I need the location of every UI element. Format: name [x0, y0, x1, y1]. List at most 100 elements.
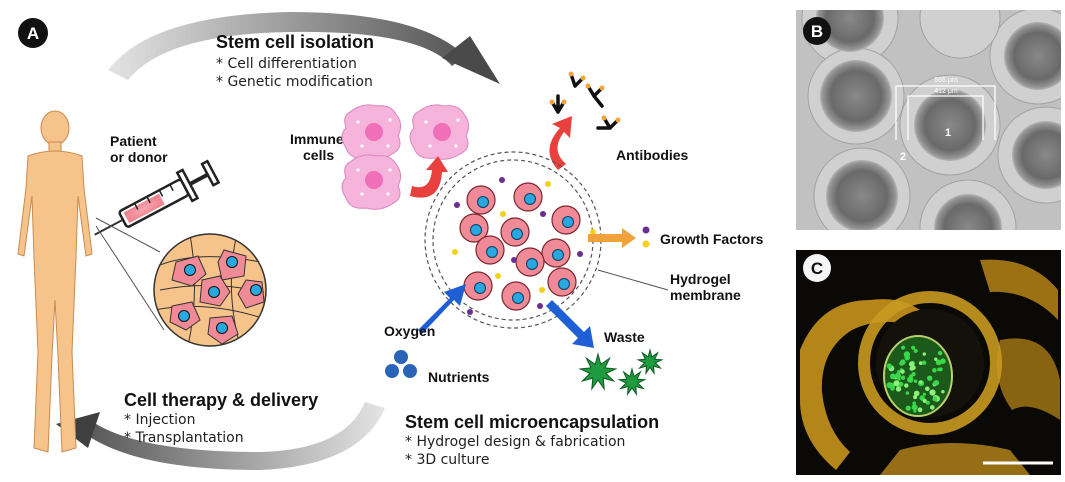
tissue-cell-1	[171, 255, 207, 287]
fluorescent-cell	[927, 375, 933, 381]
waste-label: Waste	[604, 329, 645, 345]
therapy-title: Cell therapy & delivery	[124, 390, 318, 410]
factor-dot	[454, 202, 460, 208]
immune-label: Immune	[290, 131, 344, 147]
fluorescent-cell	[901, 345, 906, 350]
isolation-bullet-1: * Cell differentiation	[216, 56, 357, 72]
isolation-bullet-2: * Genetic modification	[216, 74, 373, 90]
encapsulation-title: Stem cell microencapsulation	[405, 412, 659, 432]
fluorescent-cell	[932, 396, 938, 402]
factor-dot	[467, 309, 473, 315]
panel-b-badge: B	[803, 17, 831, 45]
tissue-cell-2	[217, 249, 247, 281]
capsule-cell	[475, 235, 505, 265]
measure-inner-label: 412 μm	[934, 88, 958, 95]
fluorescent-cell	[913, 395, 918, 400]
tissue-cell-3	[199, 275, 231, 307]
factor-dot	[452, 249, 458, 255]
fluorescent-cell	[890, 373, 896, 380]
capsule-cell	[459, 213, 489, 243]
growth-factor-dot-yellow	[642, 240, 650, 248]
fluorescent-cell	[905, 405, 911, 411]
immune-rejection-arrow	[410, 156, 448, 198]
measure-outer-label: 555 μm	[934, 77, 958, 84]
membrane-label: membrane	[670, 287, 741, 303]
panel-b-label: B	[811, 22, 823, 41]
tissue-cell-6	[207, 315, 239, 345]
micrograph-c	[796, 250, 1061, 475]
waste-star	[578, 352, 618, 391]
tissue-cell-5	[169, 301, 201, 331]
fluorescent-cell	[913, 348, 918, 353]
cycle-arrow-bottom	[80, 402, 385, 470]
fluorescent-cell	[913, 390, 920, 397]
therapy-bullet-2: * Transplantation	[124, 430, 244, 446]
fluorescent-cell	[930, 405, 935, 410]
marker-1: 1	[945, 127, 951, 139]
capsule-cell	[463, 271, 493, 301]
fluorescent-cell	[893, 380, 900, 387]
fluorescent-cell	[917, 407, 923, 413]
capsule-cell	[515, 247, 545, 277]
immune-cell-3	[341, 154, 402, 210]
fluorescent-cell	[912, 401, 916, 406]
fluorescent-cell	[925, 386, 930, 392]
waste-arrow	[546, 300, 594, 348]
panel-a-badge: A	[18, 18, 48, 48]
fluorescent-cell	[925, 400, 930, 405]
fluorescent-cell	[909, 366, 914, 371]
capsule-cell	[500, 217, 530, 247]
antibodies-label: Antibodies	[616, 147, 689, 163]
fluorescent-cell	[899, 362, 903, 366]
fluorescent-cell	[913, 409, 917, 413]
fluorescent-cell	[935, 359, 942, 366]
patient-label: Patient	[110, 133, 157, 149]
cycle-arrow-top	[108, 12, 465, 80]
fluorescent-cell	[895, 386, 902, 392]
fluorescent-cell	[911, 345, 916, 350]
micrograph-b	[796, 10, 1061, 230]
hydrogel-label: Hydrogel	[670, 271, 731, 287]
fluorescent-cell	[918, 361, 923, 365]
capsule-growth-factor-dots	[452, 177, 596, 315]
fluorescent-cell	[941, 390, 945, 394]
fluorescent-cell	[908, 361, 915, 367]
fluorescent-cell	[937, 350, 943, 356]
encapsulated-cells	[459, 182, 581, 311]
fluorescent-cell	[934, 357, 938, 361]
measurement-overlay	[895, 85, 996, 140]
syringe	[94, 159, 221, 236]
growth-factor-dot-purple	[642, 226, 650, 234]
encapsulation-bullet-1: * Hydrogel design & fabrication	[405, 434, 625, 450]
factor-dot	[495, 273, 501, 279]
immune-cell-1	[341, 104, 402, 160]
growth-factors-label: Growth Factors	[660, 231, 764, 247]
oxygen-arrow	[418, 284, 466, 334]
factor-dot	[540, 211, 546, 217]
factor-dot	[545, 181, 551, 187]
antibody-tips	[549, 71, 621, 123]
factor-dot	[499, 177, 505, 183]
zoom-line-lower	[95, 225, 165, 331]
capsule-cell	[501, 281, 531, 311]
fluorescent-cell	[929, 389, 936, 396]
nutrient-icons	[385, 350, 417, 378]
immune-cell-2	[409, 104, 470, 160]
immune-cells-label: cells	[303, 147, 334, 163]
fluorescent-cell	[922, 352, 926, 356]
capsule-cell	[547, 267, 577, 297]
marker-2: 2	[900, 151, 906, 163]
hydrogel-pointer	[597, 269, 669, 291]
fluorescent-cell	[904, 383, 909, 388]
antibody-arrow	[549, 116, 572, 170]
factor-dot	[500, 211, 506, 217]
oxygen-label: Oxygen	[384, 323, 435, 339]
fluorescent-cell	[886, 363, 892, 369]
fluorescent-cell	[900, 369, 905, 374]
human-figure	[17, 110, 93, 453]
capsule-cell	[551, 205, 581, 235]
panel-a-label: A	[27, 24, 39, 43]
donor-label: or donor	[110, 149, 168, 165]
waste-particles	[578, 348, 664, 396]
fluorescent-cell	[895, 372, 901, 379]
